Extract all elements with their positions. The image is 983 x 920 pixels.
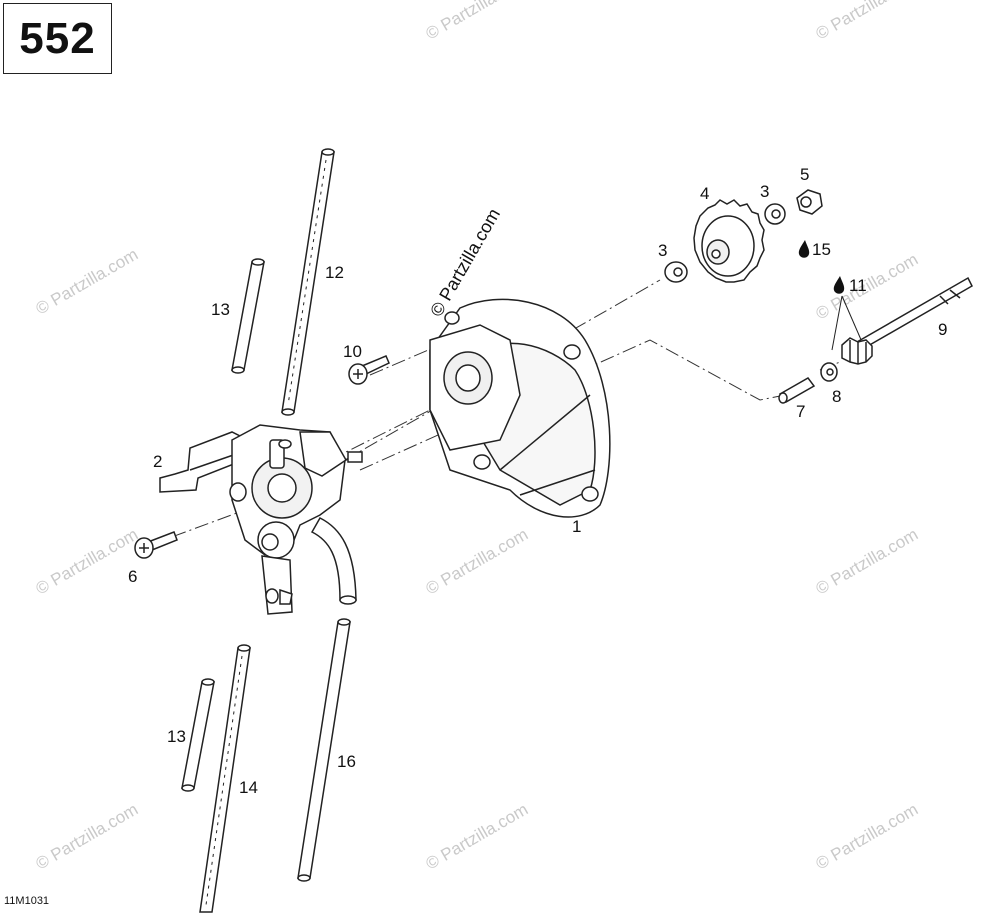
oil-drop-icon (833, 276, 845, 294)
watermark: © Partzilla.com (813, 800, 922, 874)
watermark: © Partzilla.com (813, 525, 922, 599)
callout-5: 5 (800, 165, 809, 184)
pin-7 (778, 377, 816, 404)
watermark: © Partzilla.com (33, 245, 142, 319)
callout-15: 15 (812, 240, 831, 259)
shaft-9 (841, 276, 973, 365)
callout-10: 10 (343, 342, 362, 361)
oil-drop-icon (798, 240, 810, 258)
washer-3-lower (664, 261, 688, 283)
oil-pump-assembly (229, 424, 363, 615)
hose-13-lower (181, 678, 215, 792)
watermark: © Partzilla.com (33, 800, 142, 874)
callout-14: 14 (239, 778, 258, 797)
callout-16: 16 (337, 752, 356, 771)
gear-4 (693, 199, 765, 283)
callout-3b: 3 (760, 182, 769, 201)
hose-13-upper (231, 258, 265, 374)
callout-7: 7 (796, 402, 805, 421)
nut-5 (796, 189, 823, 215)
screw-10 (348, 355, 390, 385)
watermark: © Partzilla.com (813, 0, 922, 43)
hose-14 (199, 644, 251, 913)
callout-labels: 1 2 3 3 4 5 6 7 8 9 10 11 12 13 13 14 15… (128, 165, 947, 797)
callout-6: 6 (128, 567, 137, 586)
callout-1: 1 (572, 517, 581, 536)
watermark: © Partzilla.com (423, 0, 532, 43)
page-number-badge: 552 (3, 3, 112, 74)
callout-3a: 3 (658, 241, 667, 260)
callout-13a: 13 (211, 300, 230, 319)
screw-6 (134, 531, 178, 559)
callout-4: 4 (700, 184, 709, 203)
callout-9: 9 (938, 320, 947, 339)
watermark: © Partzilla.com (423, 800, 532, 874)
leader-lines-11 (831, 295, 863, 351)
callout-11: 11 (849, 276, 867, 295)
callout-12: 12 (325, 263, 344, 282)
hose-12 (281, 148, 335, 416)
figure-code: 11M1031 (4, 895, 50, 907)
hose-16 (297, 618, 351, 882)
callout-2: 2 (153, 452, 162, 471)
watermark: © Partzilla.com (33, 525, 142, 599)
watermark: © Partzilla.com (813, 250, 922, 324)
washer-3-upper (764, 203, 786, 225)
callout-8: 8 (832, 387, 841, 406)
watermark: © Partzilla.com (423, 525, 532, 599)
callout-13b: 13 (167, 727, 186, 746)
washer-8 (820, 362, 838, 382)
pump-housing-cover-1 (429, 298, 611, 518)
